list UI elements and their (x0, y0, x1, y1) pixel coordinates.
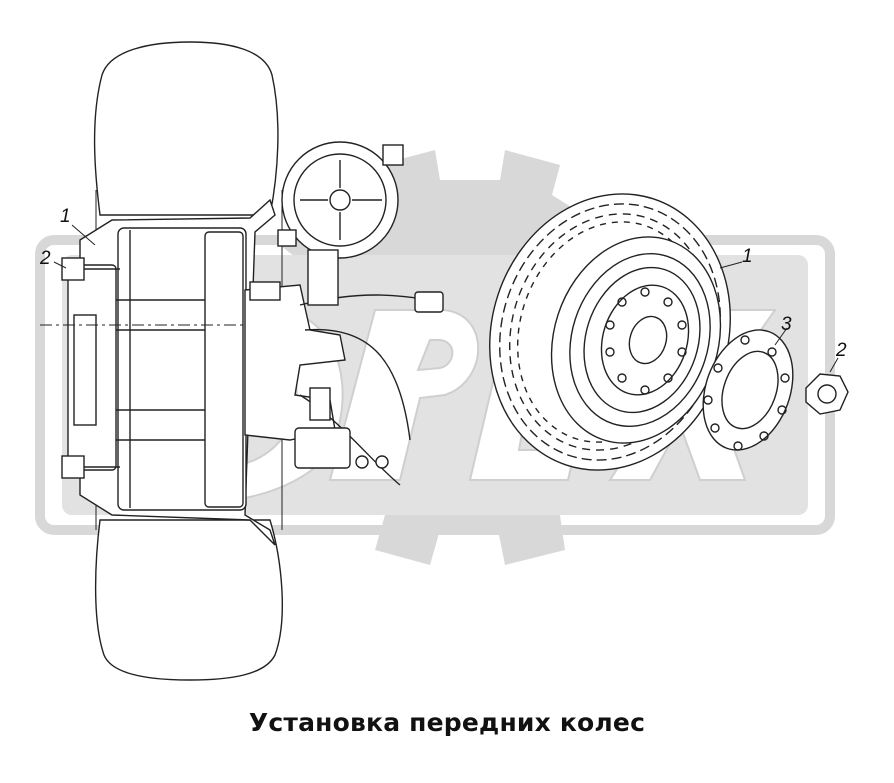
brake-chamber (277, 141, 404, 306)
callout-left-2: 2 (39, 248, 51, 269)
wheel-hub (67, 264, 117, 471)
callout-left-1: 1 (60, 206, 71, 227)
diagram-caption: Установка передних колес (248, 708, 646, 737)
brake-drum (117, 227, 247, 511)
wheel-nut (805, 373, 849, 415)
bolt-holes (605, 287, 687, 395)
callout-right-1: 1 (742, 246, 753, 267)
callout-right-3: 3 (781, 314, 792, 335)
exploded-wheel-view (489, 193, 849, 471)
tire-lower-section (94, 519, 283, 681)
tire-upper-section (93, 41, 279, 216)
clamping-ring (702, 329, 794, 451)
stud-nut-upper (61, 257, 85, 281)
front-wheel-section-view (40, 41, 444, 681)
stud-nut-lower (61, 455, 85, 479)
callout-right-2: 2 (835, 340, 847, 361)
wheel-disc (600, 284, 690, 396)
